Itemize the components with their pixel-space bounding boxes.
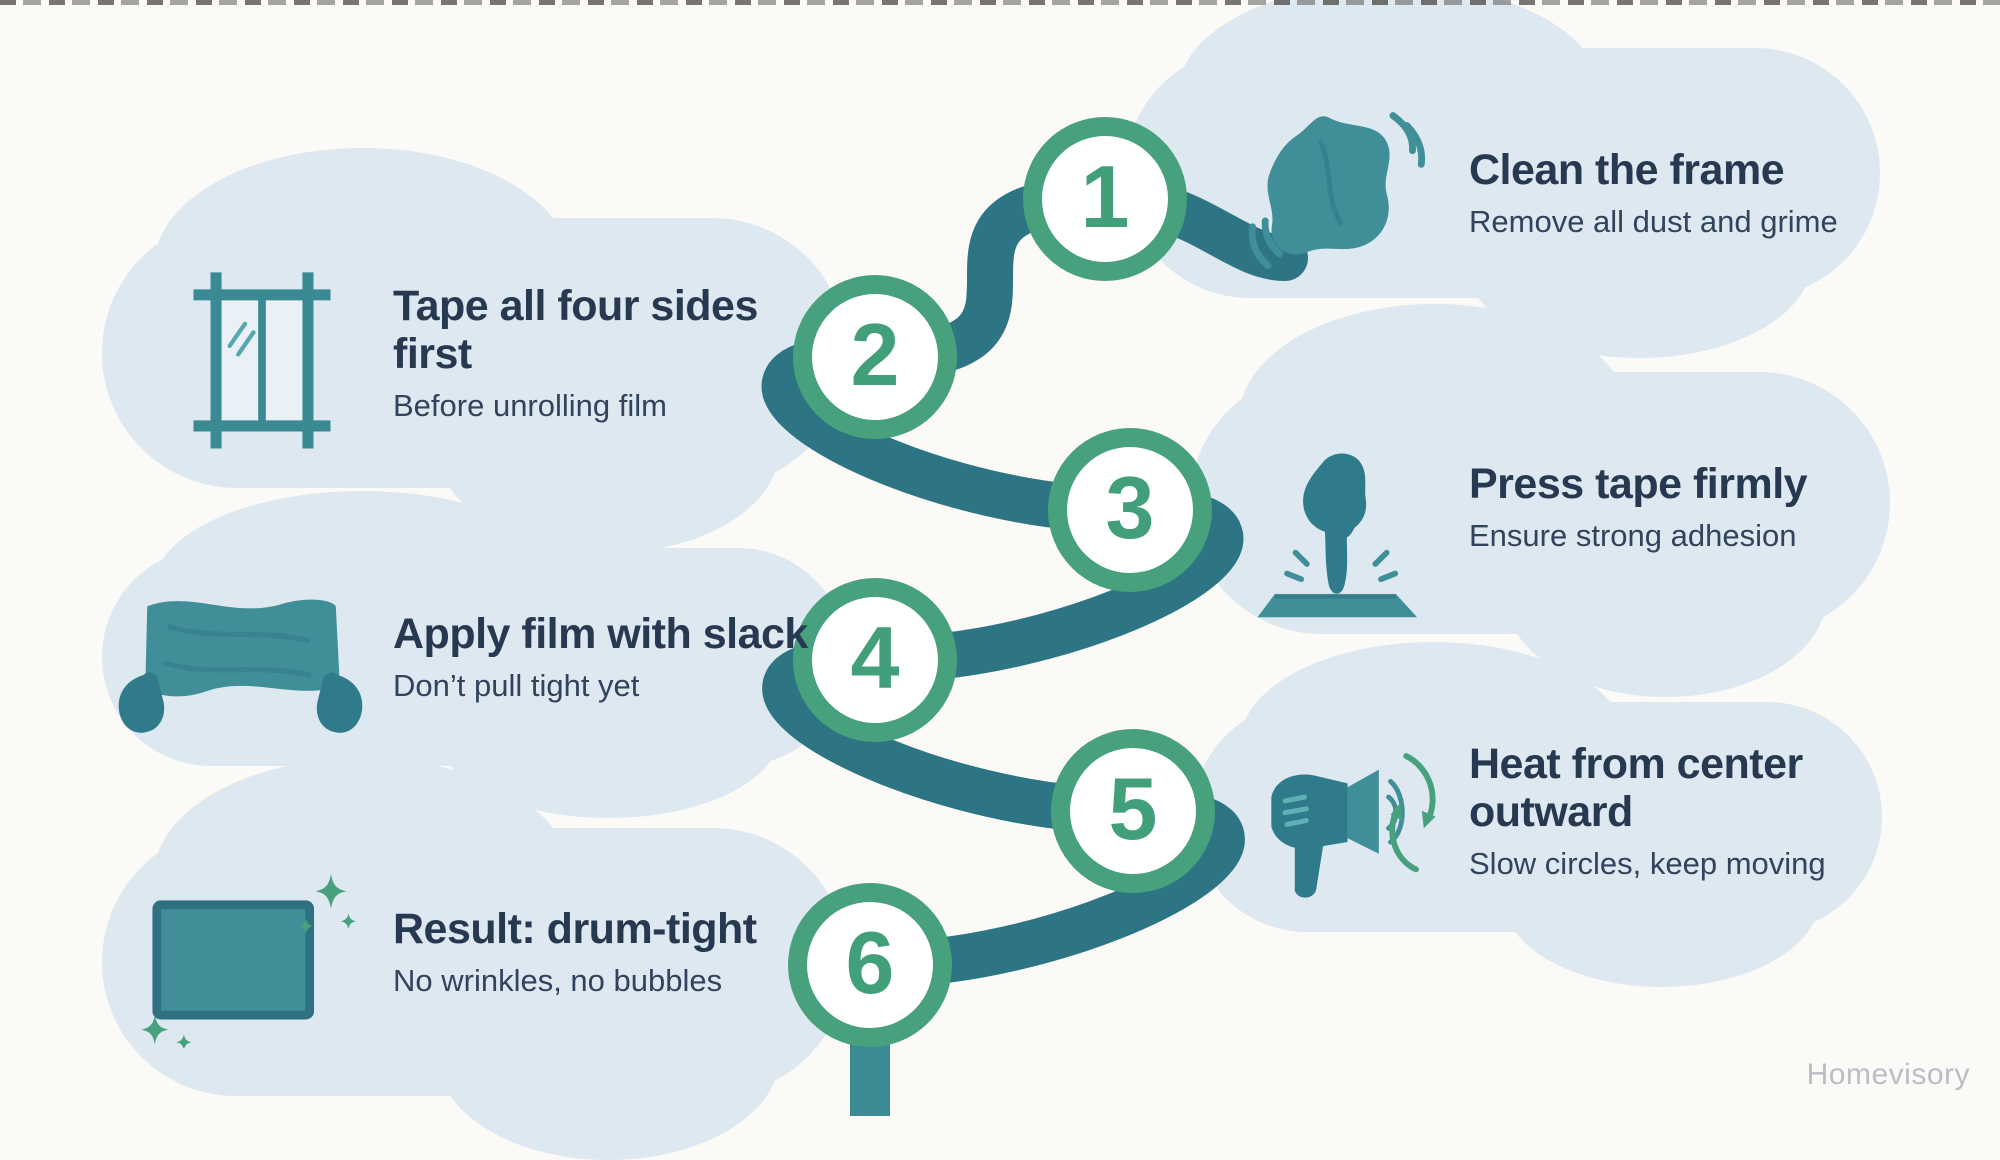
step-number: 1	[1080, 147, 1130, 246]
step-title: Result: drum-tight	[393, 905, 757, 953]
step-number: 3	[1105, 458, 1155, 557]
step-1-text: Clean the frame Remove all dust and grim…	[1469, 146, 1909, 240]
step-4-text: Apply film with slack Don’t pull tight y…	[393, 610, 863, 704]
step-2-text: Tape all four sides first Before unrolli…	[393, 282, 773, 424]
step-number: 6	[845, 913, 895, 1012]
step-5-text: Heat from center outward Slow circles, k…	[1469, 740, 1829, 882]
step-number-badge-4: 4	[793, 578, 957, 742]
step-title: Apply film with slack	[393, 610, 808, 658]
press-tape-icon	[1248, 438, 1438, 633]
step-title: Press tape firmly	[1469, 460, 1808, 508]
step-number: 4	[850, 608, 900, 707]
step-number-badge-5: 5	[1051, 729, 1215, 893]
window-frame-icon	[182, 262, 342, 452]
step-6-text: Result: drum-tight No wrinkles, no bubbl…	[393, 905, 833, 999]
step-number-badge-2: 2	[793, 275, 957, 439]
step-3-text: Press tape firmly Ensure strong adhesion	[1469, 460, 1909, 554]
sparkle-film-icon	[138, 868, 373, 1050]
step-subtitle: No wrinkles, no bubbles	[393, 963, 723, 999]
hair-dryer-icon	[1242, 738, 1457, 903]
step-subtitle: Don’t pull tight yet	[393, 668, 640, 704]
step-subtitle: Before unrolling film	[393, 388, 667, 424]
step-number-badge-3: 3	[1048, 428, 1212, 592]
step-subtitle: Slow circles, keep moving	[1469, 846, 1826, 882]
film-hands-icon	[108, 588, 373, 738]
step-title: Clean the frame	[1469, 146, 1785, 194]
watermark: Homevisory	[1806, 1058, 1970, 1091]
step-subtitle: Remove all dust and grime	[1469, 204, 1838, 240]
step-title: Heat from center outward	[1469, 740, 1803, 837]
step-number: 5	[1108, 759, 1158, 858]
step-number-badge-1: 1	[1023, 117, 1187, 281]
step-subtitle: Ensure strong adhesion	[1469, 518, 1797, 554]
step-title: Tape all four sides first	[393, 282, 758, 379]
cloth-icon	[1235, 100, 1430, 295]
step-number: 2	[850, 305, 900, 404]
torn-top-edge-texture	[0, 0, 2000, 5]
